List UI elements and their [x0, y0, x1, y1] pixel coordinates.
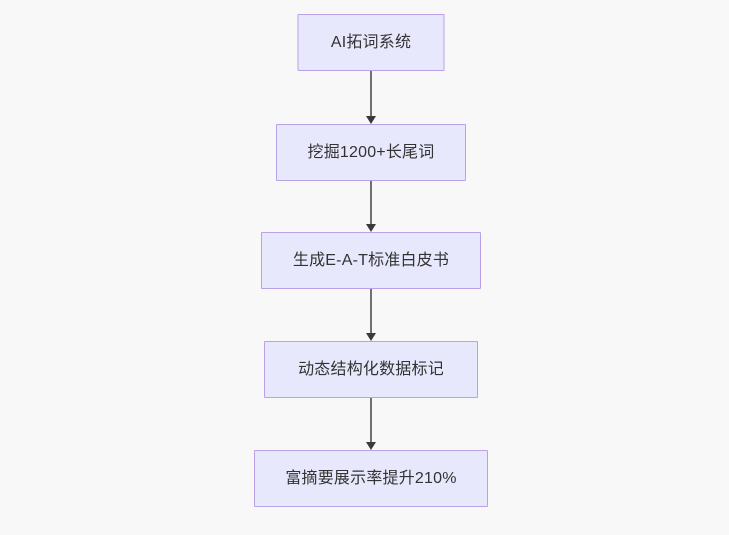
flow-edge-n3-n4 [365, 289, 377, 341]
flow-node-label: 挖掘1200+长尾词 [307, 143, 435, 161]
flow-node-dynamic-structured-data-markup[interactable]: 动态结构化数据标记 [264, 341, 478, 398]
flow-node-rich-snippet-impression-lift[interactable]: 富摘要展示率提升210% [254, 450, 488, 507]
flow-node-label: 富摘要展示率提升210% [285, 469, 457, 487]
flow-node-ai-keyword-system[interactable]: AI拓词系统 [297, 14, 445, 71]
edge-line [370, 289, 372, 333]
flow-node-label: 动态结构化数据标记 [298, 360, 444, 378]
flow-node-label: 生成E-A-T标准白皮书 [292, 251, 450, 269]
flow-edge-n2-n3 [365, 181, 377, 232]
flow-node-mine-longtail-keywords[interactable]: 挖掘1200+长尾词 [276, 124, 466, 181]
flow-edge-n1-n2 [365, 71, 377, 124]
edge-line [370, 71, 372, 116]
edge-line [370, 181, 372, 224]
down-arrow-icon [366, 224, 376, 232]
flow-edge-n4-n5 [365, 398, 377, 450]
down-arrow-icon [366, 333, 376, 341]
down-arrow-icon [366, 116, 376, 124]
flow-node-generate-eat-whitepaper[interactable]: 生成E-A-T标准白皮书 [261, 232, 481, 289]
down-arrow-icon [366, 442, 376, 450]
flow-node-label: AI拓词系统 [330, 33, 412, 51]
edge-line [370, 398, 372, 442]
